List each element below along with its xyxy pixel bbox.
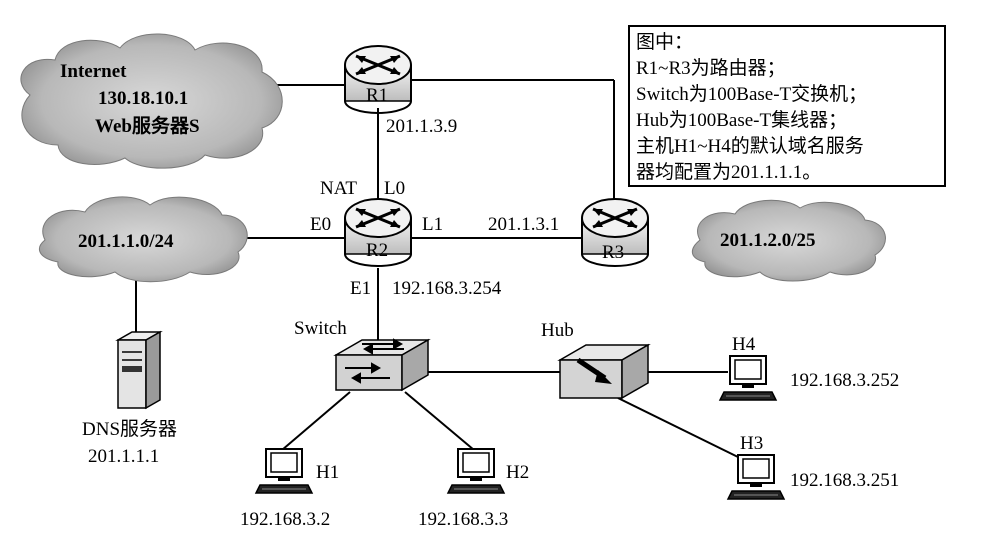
- host-h1: H1 192.168.3.2: [240, 448, 339, 530]
- host-h1-name: H1: [316, 462, 339, 483]
- internet-cloud: Internet 130.18.10.1 Web服务器S: [20, 33, 283, 169]
- link-switch-h2: [404, 391, 475, 451]
- r1-port-ip: 201.1.3.9: [386, 116, 457, 137]
- router-r2: R2: [344, 198, 412, 267]
- r3-name: R3: [602, 242, 624, 263]
- host-h1-ip: 192.168.3.2: [240, 509, 330, 530]
- note-line: R1~R3为路由器；: [636, 58, 786, 79]
- r2-l0-label: L0: [384, 178, 405, 199]
- links: [135, 79, 741, 459]
- host-h4-ip: 192.168.3.252: [790, 370, 899, 391]
- net-right-cloud: 201.1.2.0/25: [691, 199, 886, 282]
- r2-e1-label: E1: [350, 278, 371, 299]
- computer-icon: [255, 448, 313, 494]
- dns-ip: 201.1.1.1: [88, 446, 159, 467]
- r2-e0-label: E0: [310, 214, 331, 235]
- note-line: 器均配置为201.1.1.1。: [636, 162, 822, 183]
- host-h3-name: H3: [740, 433, 763, 454]
- net-left-label: 201.1.1.0/24: [78, 231, 174, 252]
- host-h4: H4 192.168.3.252: [719, 334, 899, 401]
- link-switch-h1: [281, 391, 351, 451]
- r2-nat-label: NAT: [320, 178, 357, 199]
- web-server-address: 130.18.10.1: [98, 88, 188, 109]
- switch-arrows-icon: [362, 338, 404, 355]
- computer-icon: [447, 448, 505, 494]
- r3-port-ip: 201.1.3.1: [488, 214, 559, 235]
- host-h2: H2 192.168.3.3: [418, 448, 529, 530]
- note-line: 图中：: [636, 32, 694, 53]
- switch-label: Switch: [294, 318, 347, 339]
- router-r1: R1: [344, 45, 412, 114]
- host-h2-name: H2: [506, 462, 529, 483]
- switch-front-arrows-icon: [345, 362, 390, 384]
- r2-l1-label: L1: [422, 214, 443, 235]
- computer-icon: [719, 355, 777, 401]
- r2-name: R2: [366, 240, 388, 261]
- r2-e1-ip: 192.168.3.254: [392, 278, 502, 299]
- hub-arrow-icon: [576, 357, 612, 384]
- hub-device: [557, 343, 651, 400]
- switch-device: [333, 338, 431, 392]
- note-line: Switch为100Base-T交换机；: [636, 84, 868, 105]
- host-h3-ip: 192.168.3.251: [790, 470, 899, 491]
- net-left-cloud: 201.1.1.0/24: [38, 196, 248, 283]
- web-server-name: Web服务器S: [95, 114, 200, 137]
- net-right-label: 201.1.2.0/25: [720, 230, 816, 251]
- r1-name: R1: [366, 85, 388, 106]
- hub-label: Hub: [541, 320, 574, 341]
- host-h4-name: H4: [732, 334, 756, 355]
- link-hub-h3: [617, 397, 741, 459]
- dns-server: [115, 330, 163, 410]
- note-line: 主机H1~H4的默认域名服务: [636, 136, 864, 157]
- host-h2-ip: 192.168.3.3: [418, 509, 508, 530]
- legend-note-box: 图中： R1~R3为路由器； Switch为100Base-T交换机； Hub为…: [628, 25, 946, 187]
- computer-icon: [727, 454, 785, 500]
- host-h3: H3 192.168.3.251: [727, 433, 899, 500]
- internet-title: Internet: [60, 61, 127, 82]
- dns-name: DNS服务器: [82, 418, 177, 440]
- note-line: Hub为100Base-T集线器；: [636, 110, 848, 131]
- router-r3: R3: [581, 198, 649, 267]
